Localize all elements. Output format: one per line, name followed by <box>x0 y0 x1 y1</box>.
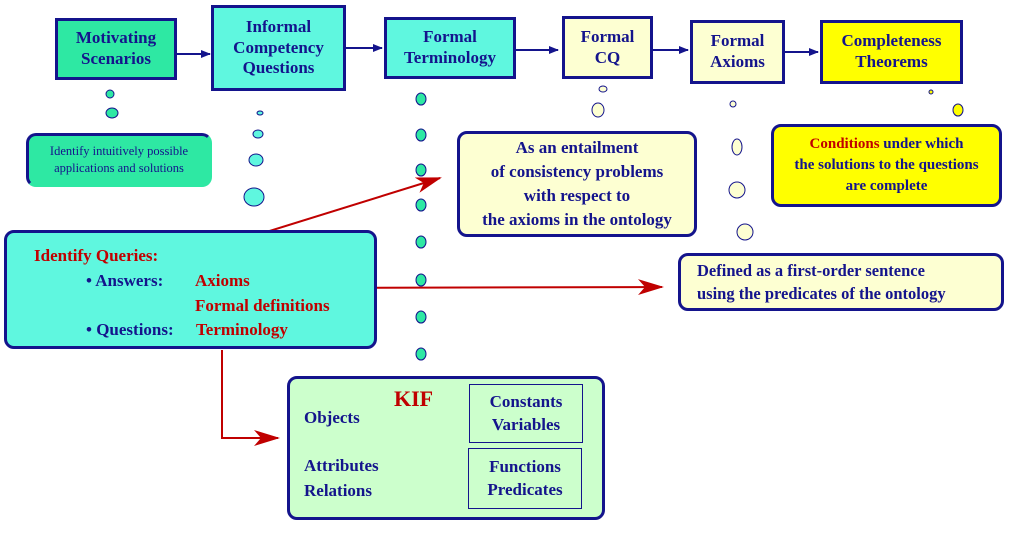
conditions-keyword: Conditions <box>809 136 880 152</box>
functions-predicates-box: Functions Predicates <box>468 448 582 509</box>
entailment-line-1: As an entailment <box>515 138 639 158</box>
constants-label: Constants <box>489 391 563 411</box>
identify-queries-box <box>4 230 377 349</box>
entailment-line-2: of consistency problems <box>490 162 664 182</box>
defined-note: Defined as a first-order sentence using … <box>678 253 1004 311</box>
answers-axioms: Axioms <box>195 271 250 290</box>
motivating-line-1: Motivating <box>75 28 157 48</box>
formal-terminology-line-1: Formal <box>423 27 477 47</box>
identify-note-line-1: Identify intuitively possible <box>49 144 189 159</box>
bubbles-completeness <box>928 89 964 117</box>
answers-formal-definitions: Formal definitions <box>195 296 330 315</box>
entailment-line-3: with respect to <box>523 186 631 205</box>
defined-line-2: using the predicates of the ontology <box>697 284 946 303</box>
formal-terminology-box: Formal Terminology <box>384 17 516 79</box>
formal-axioms-line-1: Formal <box>710 31 765 51</box>
informal-cq-line-1: Informal <box>245 16 312 36</box>
informal-cq-line-2: Competency <box>233 37 324 57</box>
formal-cq-line-1: Formal <box>580 26 635 46</box>
completeness-theorems-box: Completeness Theorems <box>820 20 963 84</box>
predicates-label: Predicates <box>487 479 563 499</box>
functions-label: Functions <box>489 456 561 476</box>
defined-line-1: Defined as a first-order sentence <box>697 260 925 280</box>
kif-objects: Objects <box>304 408 360 427</box>
conditions-line-1: Conditions under which <box>810 134 964 155</box>
entailment-note: As an entailment of consistency problems… <box>457 131 697 237</box>
constants-variables-box: Constants Variables <box>469 384 583 443</box>
conditions-rest: under which <box>879 136 964 152</box>
bubbles-formal-axioms <box>728 100 754 241</box>
variables-label: Variables <box>491 414 561 434</box>
conditions-line-3: are complete <box>845 178 928 194</box>
formal-cq-line-2: CQ <box>594 47 621 67</box>
formal-cq-box: Formal CQ <box>562 16 653 79</box>
bubbles-motivating <box>105 89 119 119</box>
entailment-line-4: the axioms in the ontology <box>482 209 672 229</box>
informal-competency-questions-box: Informal Competency Questions <box>211 5 346 91</box>
motivating-line-2: Scenarios <box>81 49 151 68</box>
identify-note-line-2: applications and solutions <box>54 161 184 175</box>
motivating-scenarios-box: Motivating Scenarios <box>55 18 177 80</box>
bubbles-formal-terminology <box>415 92 427 361</box>
kif-relations: Relations <box>304 481 372 500</box>
questions-label: • Questions: <box>86 320 174 339</box>
conditions-note: Conditions under which the solutions to … <box>771 124 1002 207</box>
completeness-line-1: Completeness <box>841 31 942 51</box>
arrow-terminology-to-kif <box>221 350 280 446</box>
questions-terminology: Terminology <box>196 320 288 339</box>
answers-label: • Answers: <box>86 271 164 290</box>
conditions-line-2: the solutions to the questions <box>794 157 979 173</box>
formal-axioms-line-2: Axioms <box>710 52 765 71</box>
formal-axioms-box: Formal Axioms <box>690 20 785 84</box>
bubbles-informal-cq <box>243 110 265 207</box>
bubbles-formal-cq <box>591 85 608 118</box>
completeness-line-2: Theorems <box>855 52 928 71</box>
identify-queries-title: Identify Queries: <box>34 246 159 265</box>
kif-label: KIF <box>394 386 434 411</box>
identify-applications-note: Identify intuitively possible applicatio… <box>26 133 212 187</box>
kif-attributes: Attributes <box>304 456 379 475</box>
informal-cq-line-3: Questions <box>242 58 315 78</box>
formal-terminology-line-2: Terminology <box>404 48 496 67</box>
